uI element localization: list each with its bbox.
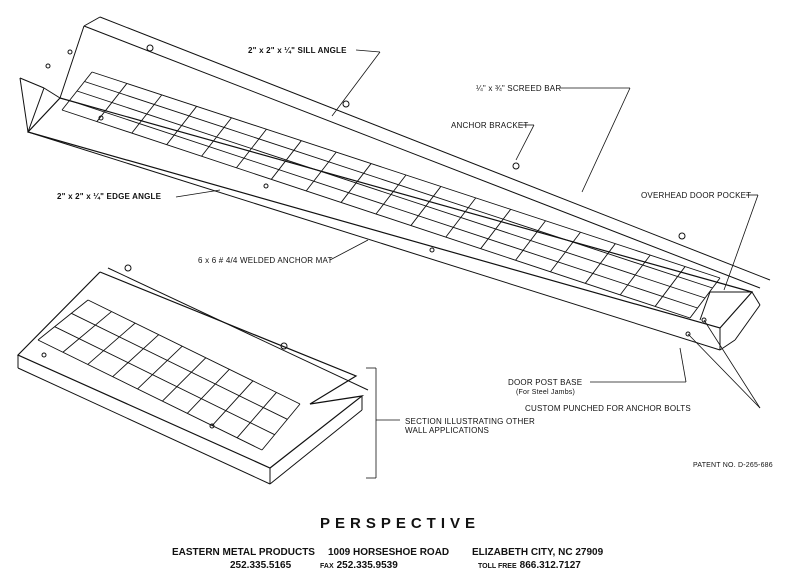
section-bottom-edge xyxy=(17,367,271,485)
section-mesh-bar-3 xyxy=(112,334,159,377)
company-address: 1009 HORSESHOE ROAD xyxy=(328,547,450,558)
leader-mat xyxy=(329,239,369,261)
leader-sill-h xyxy=(355,49,381,53)
overhead-door-pocket-label: OVERHEAD DOOR POCKET xyxy=(641,191,752,200)
section-mesh-bar-5 xyxy=(162,357,207,402)
section-anchor-bracket-0 xyxy=(124,264,132,272)
leader-bracket xyxy=(515,124,535,161)
anchor-bracket-2 xyxy=(512,162,520,170)
section-right-bottom xyxy=(269,409,363,485)
patent-label: PATENT NO. D-265-686 xyxy=(693,462,773,469)
door-post-base-note: (For Steel Jambs) xyxy=(516,389,576,396)
sill-angle-back-edge xyxy=(99,16,771,281)
section-mesh-bar-8 xyxy=(236,392,277,439)
company-phone: 252.335.5165 xyxy=(230,560,292,571)
section-hole-0 xyxy=(41,352,47,358)
section-mesh-rod-3 xyxy=(37,339,263,451)
sill-angle-end xyxy=(83,16,101,27)
anchor-hole-1 xyxy=(45,63,51,69)
custom-punched-label: CUSTOM PUNCHED FOR ANCHOR BOLTS xyxy=(525,404,691,413)
anchor-bracket-1 xyxy=(342,100,350,108)
sill-angle-top-edge xyxy=(83,25,761,289)
anchor-bracket-3 xyxy=(678,232,686,240)
section-mesh-bar-7 xyxy=(211,380,254,426)
door-post-base-label: DOOR POST BASE xyxy=(508,378,583,387)
mesh-rod-4 xyxy=(61,109,691,319)
leader-lines xyxy=(175,49,761,479)
section-mesh-bar-6 xyxy=(187,369,230,414)
left-end-plate xyxy=(27,87,45,133)
section-label-line1: SECTION ILLUSTRATING OTHER xyxy=(405,417,535,426)
leader-bolt-1 xyxy=(703,319,761,409)
leader-edge xyxy=(175,189,221,198)
company-city: ELIZABETH CITY, NC 27909 xyxy=(472,547,604,558)
section-mesh-bar-0 xyxy=(37,299,89,341)
anchor-hole-0 xyxy=(67,49,73,55)
edge-angle-label: 2" x 2" x ¼" EDGE ANGLE xyxy=(57,192,162,201)
edge-angle-bottom xyxy=(27,131,721,351)
section-mesh-bar-4 xyxy=(137,345,183,390)
mesh-rod-0 xyxy=(91,71,721,279)
anchor-bracket-0 xyxy=(146,44,154,52)
leader-screed xyxy=(581,87,631,193)
right-pocket-tab xyxy=(751,291,761,306)
anchor-hole-2 xyxy=(98,115,104,121)
left-pocket-edge xyxy=(59,25,85,99)
anchor-hole-6 xyxy=(701,317,707,323)
sill-angle-label: 2" x 2" x ¼" SILL ANGLE xyxy=(248,46,347,55)
left-end-plate-top xyxy=(43,87,61,99)
anchor-hole-4 xyxy=(429,247,435,253)
leader-post xyxy=(679,347,687,383)
threshold-outline xyxy=(26,97,754,329)
main-threshold-drawing xyxy=(19,16,771,351)
tollfree-number: 866.312.7127 xyxy=(519,560,581,571)
mesh-rod-3 xyxy=(69,100,698,309)
screed-bar-label: ¼" x ¾" SCREED BAR xyxy=(476,84,562,93)
section-back-edge xyxy=(107,267,369,391)
section-hole-1 xyxy=(209,423,215,429)
mesh-rod-2 xyxy=(76,90,706,299)
anchor-hole-3 xyxy=(263,183,269,189)
section-anchor-bracket-1 xyxy=(280,342,288,350)
section-mesh-rod-1 xyxy=(71,312,288,420)
anchor-mat-label: 6 x 6 # 4/4 WELDED ANCHOR MAT xyxy=(198,256,333,265)
section-drawing xyxy=(16,264,369,485)
tollfree-label: TOLL FREE xyxy=(478,563,517,570)
left-tab-upper xyxy=(19,77,45,89)
section-label-line2: WALL APPLICATIONS xyxy=(405,426,490,435)
section-mesh-rod-2 xyxy=(54,326,275,436)
page-title: PERSPECTIVE xyxy=(319,515,481,532)
mesh-rod-1 xyxy=(84,81,713,289)
left-tab-outer xyxy=(19,77,29,133)
section-outline xyxy=(16,271,365,469)
fax-number: 252.335.9539 xyxy=(336,560,398,571)
fax-label: FAX xyxy=(320,563,334,570)
anchor-hole-5 xyxy=(685,331,691,337)
section-mesh-bar-2 xyxy=(87,322,136,365)
leader-sill xyxy=(331,51,381,117)
right-pocket-side xyxy=(734,304,761,341)
leader-pocket xyxy=(723,194,759,291)
section-mesh-rod-0 xyxy=(87,299,301,405)
right-pocket-inner xyxy=(699,291,711,321)
section-mesh-bar-9 xyxy=(261,403,301,451)
leader-bolt-2 xyxy=(687,333,761,409)
anchor-bracket-label: ANCHOR BRACKET xyxy=(451,121,529,130)
section-mesh-bar-1 xyxy=(62,311,112,353)
company-name: EASTERN METAL PRODUCTS xyxy=(172,547,315,558)
